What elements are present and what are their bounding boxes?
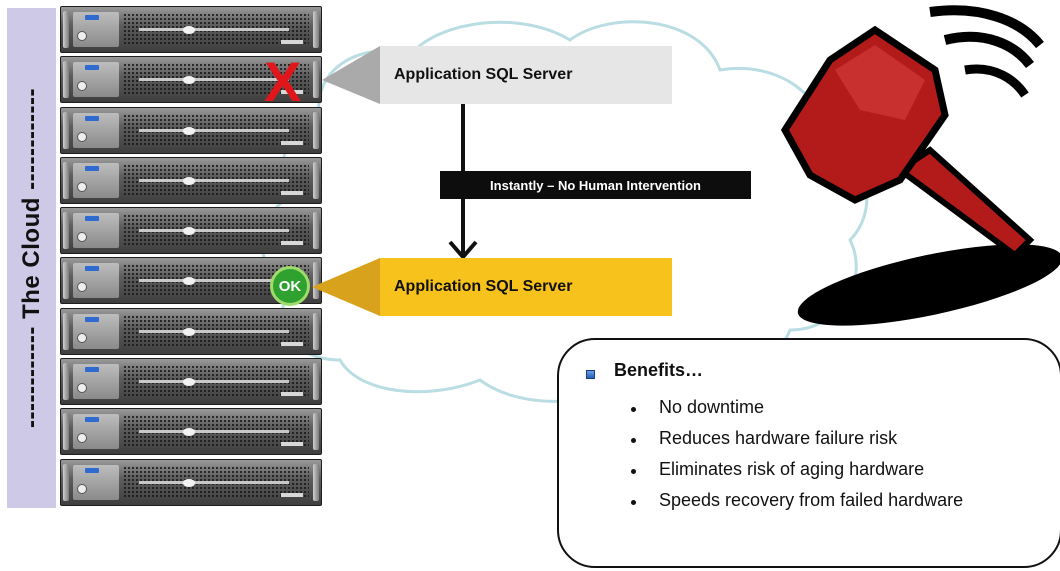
standby-callout-pointer — [312, 258, 380, 316]
server-unit — [60, 106, 322, 154]
transition-label: Instantly – No Human Intervention — [440, 171, 751, 199]
server-unit-failed — [60, 56, 322, 104]
server-rack — [60, 6, 322, 509]
primary-callout-pointer — [322, 46, 380, 104]
server-unit — [60, 458, 322, 506]
x-mark-icon: X — [264, 50, 302, 113]
server-unit — [60, 307, 322, 355]
benefit-item: No downtime — [659, 397, 765, 417]
cloud-label-band — [7, 8, 56, 508]
bullet-dot-icon — [631, 469, 636, 474]
benefits-heading: Benefits… — [614, 360, 704, 380]
server-unit — [60, 156, 322, 204]
server-unit — [60, 207, 322, 255]
server-unit — [60, 358, 322, 406]
standby-server-callout: Application SQL Server — [380, 258, 672, 316]
benefit-item: Reduces hardware failure risk — [659, 428, 898, 448]
bullet-dot-icon — [631, 407, 636, 412]
bullet-dot-icon — [631, 500, 636, 505]
benefits-panel: Benefits… No downtime Reduces hardware f… — [557, 338, 1060, 568]
server-unit — [60, 408, 322, 456]
bullet-dot-icon — [631, 438, 636, 443]
primary-server-callout: Application SQL Server — [380, 46, 672, 104]
ok-badge-icon: OK — [270, 266, 310, 306]
benefit-item: Speeds recovery from failed hardware — [659, 490, 964, 510]
down-arrow-icon — [448, 240, 478, 261]
server-unit — [60, 6, 322, 53]
bullet-square-icon — [586, 370, 595, 379]
benefit-item: Eliminates risk of aging hardware — [659, 459, 925, 479]
